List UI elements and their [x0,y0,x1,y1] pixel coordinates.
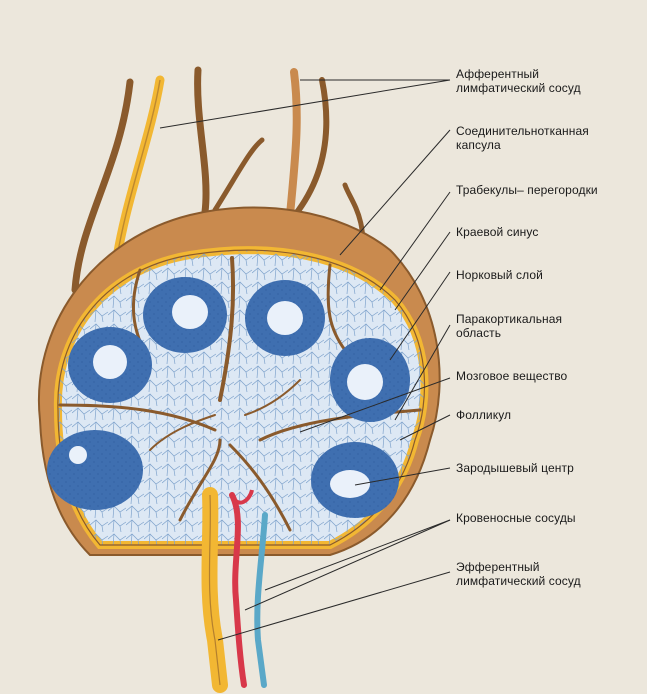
label-blood-vessels: Кровеносные сосуды [456,511,576,525]
vein [254,512,268,688]
label-efferent-vessel: Эфферентный лимфатический сосуд [456,560,581,588]
label-cortex: Норковый слой [456,268,543,282]
label-marginal-sinus: Краевой синус [456,225,539,239]
leader-lines [159,79,451,641]
follicle [68,327,152,403]
follicle [330,338,410,422]
hilum-vessels [201,487,268,693]
afferent-vessels [71,66,366,294]
germinal-center-shape [172,295,208,329]
label-paracortical-area: Паракортикальная область [456,312,563,340]
label-afferent-vessel: Афферентный лимфатический сосуд [456,67,581,95]
germinal-center-shape [347,364,383,400]
germinal-center-shape [93,345,127,379]
label-germinal-center: Зародышевый центр [456,461,574,475]
follicles [47,277,410,518]
follicle [47,430,143,510]
follicle [245,280,325,356]
germinal-center-shape [330,470,370,498]
germinal-center-shape [267,301,303,335]
label-trabeculae: Трабекулы– перегородки [456,183,598,197]
label-medulla: Мозговое вещество [456,369,568,383]
germinal-center-shape [69,446,87,464]
artery [229,492,247,688]
follicle [311,442,399,518]
label-follicle: Фолликул [456,408,512,422]
label-capsule: Соединительнотканная капсула [456,124,589,152]
follicle [143,277,227,353]
